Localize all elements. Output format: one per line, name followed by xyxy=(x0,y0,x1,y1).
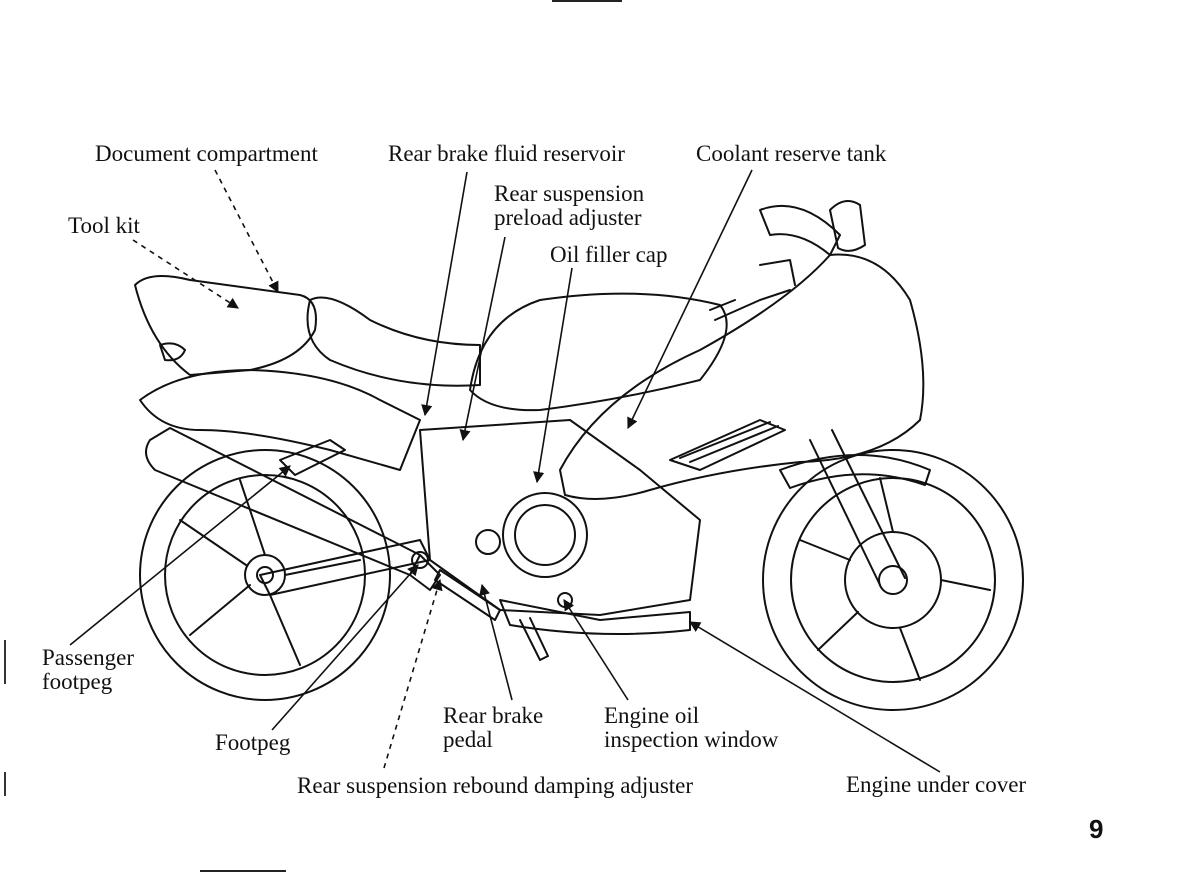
bottom-rule xyxy=(200,870,286,872)
mirror xyxy=(829,200,866,252)
label-rear-brake-fluid-reservoir: Rear brake fluid reservoir xyxy=(388,141,625,166)
fairing-vent xyxy=(669,419,786,471)
label-tool-kit: Tool kit xyxy=(68,213,140,238)
rear-wheel xyxy=(139,449,391,701)
leader-rear-suspension-preload-adjuster xyxy=(459,236,506,442)
leader-engine-oil-inspection-window xyxy=(563,599,629,701)
kickstand xyxy=(519,617,549,661)
leader-engine-under-cover xyxy=(689,621,941,773)
label-passenger-footpeg: Passenger footpeg xyxy=(42,645,134,694)
fuel-tank xyxy=(469,292,728,412)
left-edge-mark-lower xyxy=(4,772,6,796)
top-rule xyxy=(552,0,622,2)
leader-rebound-damping-adjuster xyxy=(383,578,443,769)
tail-section xyxy=(134,275,317,376)
leader-document-compartment xyxy=(214,169,279,293)
leader-rear-brake-pedal xyxy=(479,583,513,701)
leader-lines xyxy=(69,169,941,773)
label-coolant-reserve-tank: Coolant reserve tank xyxy=(696,141,887,166)
swingarm xyxy=(259,539,431,596)
label-rear-suspension-rebound-damping-adjuster: Rear suspension rebound damping adjuster xyxy=(297,773,694,798)
label-document-compartment: Document compartment xyxy=(95,141,318,166)
footpeg-shape xyxy=(411,551,429,569)
leader-tool-kit xyxy=(132,239,239,309)
windscreen xyxy=(759,204,841,256)
label-rear-suspension-preload-adjuster: Rear suspension preload adjuster xyxy=(494,181,645,230)
brake-pedal-shape xyxy=(434,569,501,621)
front-fairing xyxy=(559,253,925,500)
front-wheel xyxy=(762,449,1024,711)
front-fender xyxy=(779,454,931,489)
handlebar xyxy=(709,259,796,321)
seat xyxy=(306,296,481,387)
leader-coolant-reserve-tank xyxy=(627,169,753,430)
leader-footpeg xyxy=(271,564,419,731)
motorcycle-drawing xyxy=(134,200,1024,711)
label-oil-filler-cap: Oil filler cap xyxy=(550,242,668,267)
page-number: 9 xyxy=(1089,814,1104,844)
rear-body xyxy=(139,369,421,471)
leader-passenger-footpeg xyxy=(69,465,291,646)
front-fork xyxy=(809,429,906,586)
label-engine-under-cover: Engine under cover xyxy=(846,772,1027,797)
leader-oil-filler-cap xyxy=(533,267,573,484)
label-footpeg: Footpeg xyxy=(215,730,291,755)
tail-light xyxy=(159,342,186,362)
label-engine-oil-inspection-window: Engine oil inspection window xyxy=(604,703,779,752)
label-rear-brake-pedal: Rear brake pedal xyxy=(443,703,544,752)
leader-rear-brake-fluid-reservoir xyxy=(421,171,468,417)
left-edge-mark xyxy=(4,640,6,684)
